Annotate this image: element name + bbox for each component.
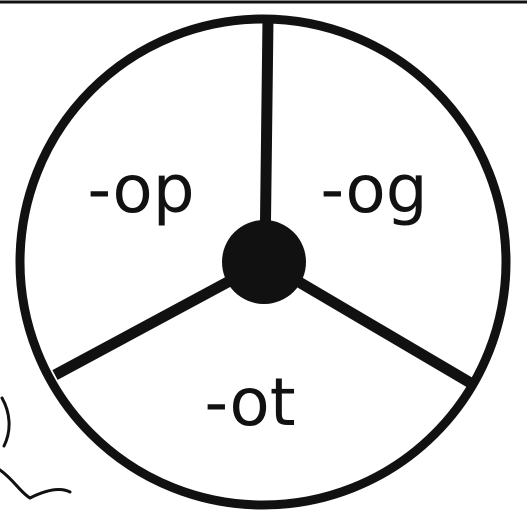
segment-label-ot: -ot [204,364,295,441]
spinner-center-hub [222,220,306,304]
segment-label-op: -op [87,151,194,228]
segment-label-og: -og [320,151,427,228]
corner-scribble-icon [0,398,70,498]
